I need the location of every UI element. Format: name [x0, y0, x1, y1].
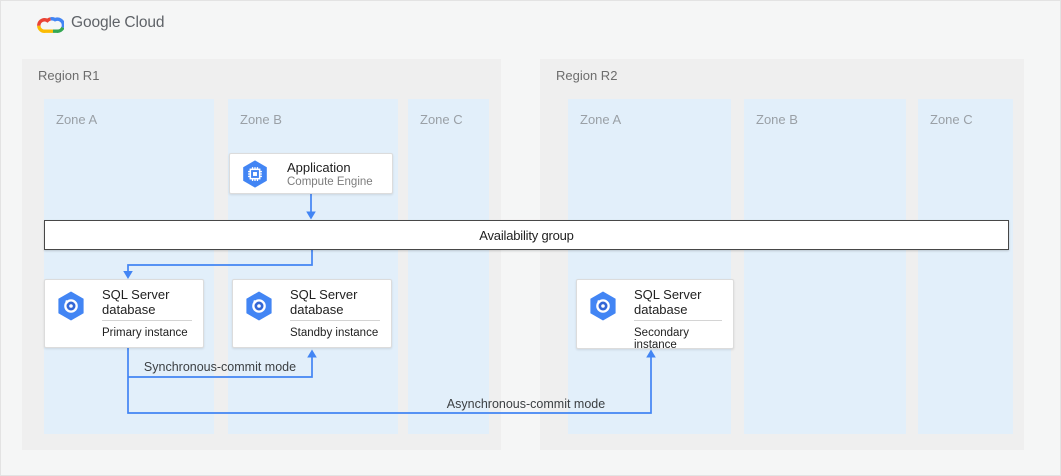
async-commit-label: Asynchronous-commit mode	[446, 397, 606, 411]
secondary-db-instance: Secondary instance	[634, 327, 689, 351]
application-subtitle: Compute Engine	[287, 176, 373, 188]
zone-r2-c-label: Zone C	[930, 112, 973, 127]
divider	[634, 320, 722, 321]
region-r1: Region R1 Zone A Zone B Zone C	[22, 59, 501, 450]
primary-db-node: SQL Server database Primary instance	[44, 279, 204, 348]
sync-commit-label: Synchronous-commit mode	[143, 360, 297, 374]
zone-r2-c: Zone C	[918, 99, 1013, 434]
zone-r1-b: Zone B	[228, 99, 398, 434]
zone-r1-c: Zone C	[408, 99, 489, 434]
standby-db-instance: Standby instance	[290, 327, 379, 339]
availability-group-label: Availability group	[479, 227, 574, 243]
compute-engine-icon	[243, 160, 267, 188]
zone-r1-b-label: Zone B	[240, 112, 282, 127]
availability-group-bar: Availability group	[44, 220, 1009, 250]
standby-db-node: SQL Server database Standby instance	[232, 279, 392, 348]
divider	[290, 320, 380, 321]
cloud-sql-icon	[58, 291, 84, 321]
divider	[102, 320, 192, 321]
logo-text-google: Google	[71, 14, 121, 31]
google-cloud-icon	[37, 16, 64, 33]
zone-r2-b-label: Zone B	[756, 112, 798, 127]
application-title: Application	[287, 160, 351, 175]
primary-db-instance: Primary instance	[102, 327, 188, 339]
zone-r1-c-label: Zone C	[420, 112, 463, 127]
cloud-sql-icon	[246, 291, 272, 321]
zone-r1-a-label: Zone A	[56, 112, 98, 127]
standby-db-title: SQL Server database	[290, 287, 358, 317]
region-r1-label: Region R1	[38, 68, 100, 83]
secondary-db-title: SQL Server database	[634, 287, 702, 317]
region-r2-label: Region R2	[556, 68, 618, 83]
primary-db-title: SQL Server database	[102, 287, 170, 317]
region-r2: Region R2 Zone A Zone B Zone C	[540, 59, 1024, 450]
zone-r2-a-label: Zone A	[580, 112, 622, 127]
secondary-db-node: SQL Server database Secondary instance	[576, 279, 734, 351]
zone-r1-a: Zone A	[44, 99, 214, 434]
cloud-sql-icon	[590, 291, 616, 321]
logo-text-cloud: Cloud	[124, 14, 165, 31]
zone-r2-a: Zone A	[568, 99, 731, 434]
application-node: Application Compute Engine	[229, 153, 393, 194]
zone-r2-b: Zone B	[744, 99, 906, 434]
